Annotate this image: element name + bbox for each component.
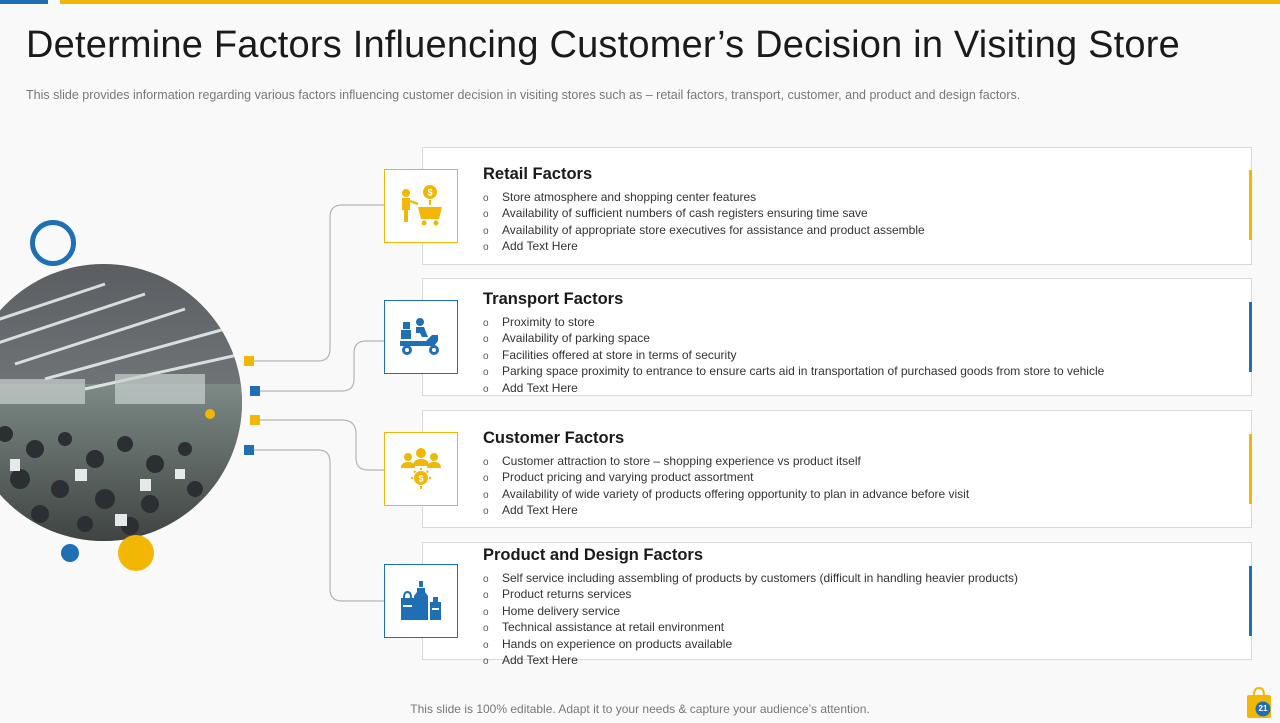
list-item: Store atmosphere and shopping center fea…: [483, 190, 925, 206]
page-number-badge: 21: [1246, 686, 1272, 718]
decorative-ring: [30, 220, 76, 266]
factor-title-transport: Transport Factors: [483, 290, 624, 308]
slide-subtitle: This slide provides information regardin…: [26, 88, 1021, 102]
decorative-dot-yellow: [118, 535, 154, 571]
list-item: Home delivery service: [483, 604, 1018, 620]
connector-marker-product: [244, 445, 254, 455]
slide-title: Determine Factors Influencing Customer’s…: [26, 24, 1180, 66]
store-photo: [0, 264, 242, 541]
list-item: Self service including assembling of pro…: [483, 571, 1018, 587]
factor-list-customer: Customer attraction to store – shopping …: [483, 454, 969, 520]
list-item: Technical assistance at retail environme…: [483, 620, 1018, 636]
page-number: 21: [1258, 704, 1268, 713]
factor-list-product-design: Self service including assembling of pro…: [483, 571, 1018, 669]
svg-text:$: $: [427, 188, 432, 198]
card-accent-bar: [1249, 170, 1252, 240]
products-bottles-icon: [384, 564, 458, 638]
list-item: Proximity to store: [483, 315, 1104, 331]
factor-list-retail: Store atmosphere and shopping center fea…: [483, 190, 925, 256]
list-item: Availability of parking space: [483, 331, 1104, 347]
factor-title-product-design: Product and Design Factors: [483, 546, 704, 564]
decorative-dot-blue: [61, 544, 79, 562]
list-item: Parking space proximity to entrance to e…: [483, 364, 1104, 380]
card-accent-bar: [1249, 434, 1252, 504]
list-item: Hands on experience on products availabl…: [483, 637, 1018, 653]
list-item: Customer attraction to store – shopping …: [483, 454, 969, 470]
list-item: Add Text Here: [483, 653, 1018, 669]
list-item: Add Text Here: [483, 381, 1104, 397]
list-item: Availability of wide variety of products…: [483, 487, 969, 503]
factor-title-customer: Customer Factors: [483, 429, 625, 447]
factor-title-retail: Retail Factors: [483, 165, 593, 183]
card-accent-bar: [1249, 566, 1252, 636]
connector-marker-transport: [250, 386, 260, 396]
top-accent-bar-blue: [0, 0, 48, 4]
svg-text:$: $: [418, 474, 423, 484]
connector-marker-retail: [244, 356, 254, 366]
shopper-cart-coin-icon: $: [384, 169, 458, 243]
list-item: Add Text Here: [483, 503, 969, 519]
top-accent-bar-yellow: [60, 0, 1280, 4]
list-item: Facilities offered at store in terms of …: [483, 348, 1104, 364]
shopping-bag-icon: [1247, 686, 1271, 718]
footer-note: This slide is 100% editable. Adapt it to…: [410, 702, 870, 716]
list-item: Availability of appropriate store execut…: [483, 223, 925, 239]
list-item: Product returns services: [483, 587, 1018, 603]
list-item: Add Text Here: [483, 239, 925, 255]
connector-marker-customer: [250, 415, 260, 425]
delivery-scooter-icon: [384, 300, 458, 374]
card-accent-bar: [1249, 302, 1252, 372]
customer-group-icon: $: [384, 432, 458, 506]
list-item: Product pricing and varying product asso…: [483, 470, 969, 486]
factor-list-transport: Proximity to store Availability of parki…: [483, 315, 1104, 397]
list-item: Availability of sufficient numbers of ca…: [483, 206, 925, 222]
